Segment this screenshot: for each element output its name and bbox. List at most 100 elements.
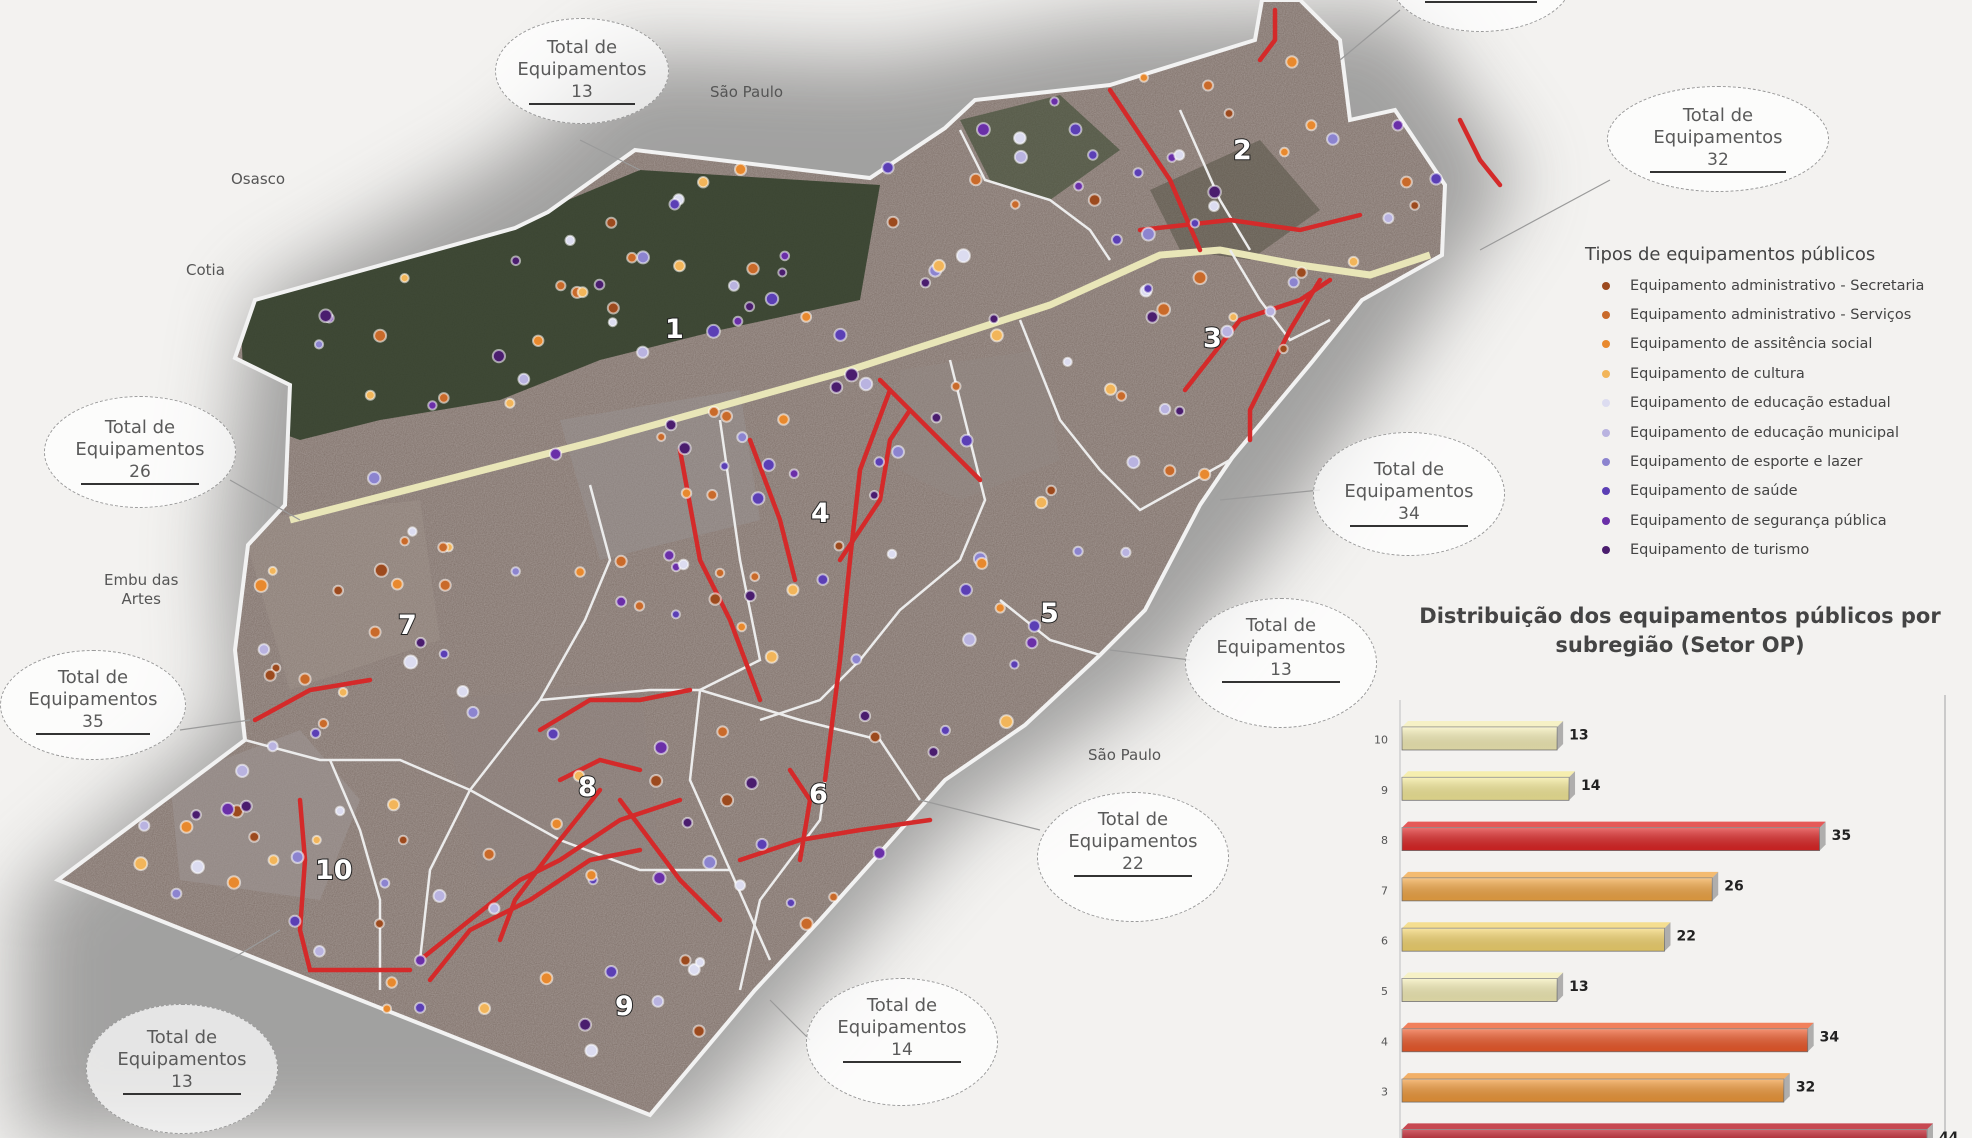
equipment-point (1347, 255, 1360, 268)
place-label-osasco: Osasco (231, 170, 286, 188)
equipment-point (1072, 545, 1084, 557)
equipment-point (414, 636, 427, 649)
equipment-point (517, 372, 531, 386)
equipment-point (491, 349, 506, 364)
equipment-point (1126, 455, 1141, 470)
equipment-point (381, 1003, 393, 1014)
equipment-point (1202, 79, 1214, 92)
equipment-point (829, 380, 844, 395)
equipment-point (1049, 96, 1060, 107)
equipment-point (702, 855, 718, 870)
equipment-point (290, 850, 305, 864)
equipment-point (873, 456, 885, 468)
total-bubble-2: Total de Equipamentos 32 (1607, 86, 1829, 192)
equipment-point (564, 234, 576, 246)
equipment-point (816, 573, 830, 586)
equipment-point (764, 650, 779, 664)
equipment-point (550, 817, 563, 831)
equipment-point (313, 339, 325, 350)
equipment-point (1391, 119, 1405, 132)
equipment-point (746, 261, 760, 276)
category-tick-label: 5 (1381, 985, 1388, 998)
bar-value-label: 32 (1796, 1080, 1815, 1096)
legend: Tipos de equipamentos públicos Equipamen… (1585, 244, 1924, 565)
legend-item: Equipamento de segurança pública (1585, 506, 1924, 535)
equipment-point (313, 945, 326, 958)
equipment-point (367, 470, 382, 486)
place-label-sao-paulo-2: São Paulo (1088, 746, 1162, 764)
equipment-point (585, 869, 598, 882)
equipment-point (373, 328, 388, 343)
equipment-point (1429, 172, 1443, 186)
equipment-point (257, 643, 271, 656)
equipment-point (407, 526, 418, 537)
bar-top (1402, 922, 1671, 929)
equipment-point (578, 1017, 592, 1032)
equipment-point (437, 541, 449, 554)
category-tick-label: 9 (1381, 784, 1388, 797)
total-bubble-8: Total de Equipamentos 14 (806, 978, 998, 1106)
bubble-rule (123, 1093, 241, 1095)
bar-value-label: 26 (1724, 878, 1743, 894)
equipment-point (891, 445, 905, 459)
legend-item: Equipamento de educação municipal (1585, 418, 1924, 447)
equipment-point (736, 431, 749, 444)
equipment-point (962, 632, 977, 647)
bar-top (1402, 1123, 1933, 1130)
legend-item-label: Equipamento de turismo (1630, 542, 1810, 559)
legend-item-label: Equipamento de assitência social (1630, 336, 1873, 353)
bar-shade (1402, 1129, 1927, 1138)
equipment-point (652, 870, 667, 886)
equipment-point (680, 487, 693, 499)
equipment-point (607, 317, 618, 328)
equipment-point (677, 558, 690, 571)
equipment-point (1279, 146, 1290, 158)
equipment-point (593, 278, 606, 291)
category-tick-label: 4 (1381, 1035, 1388, 1048)
equipment-point (432, 888, 447, 903)
bubble-label-line1: Total de (1097, 809, 1169, 830)
bar-top (1402, 871, 1719, 878)
subregion-label: 8 (578, 772, 597, 803)
equipment-point (226, 875, 242, 890)
category-tick-label: 2 (1381, 1136, 1388, 1138)
subregion-label: 3 (1203, 323, 1222, 354)
equipment-point (651, 995, 665, 1008)
equipment-point (334, 805, 346, 817)
equipment-point (379, 877, 391, 889)
legend-dot-icon (1602, 428, 1610, 437)
equipment-point (235, 763, 250, 779)
equipment-point (727, 279, 740, 292)
equipment-point (939, 724, 951, 736)
subregion-label: 1 (665, 314, 684, 345)
bar-shade (1402, 1079, 1784, 1103)
bubble-label-line1: Total de (104, 417, 176, 438)
equipment-point (927, 746, 940, 758)
bubble-label-line1: Total de (57, 667, 129, 688)
chart-title: Distribuição dos equipamentos públicos p… (1395, 602, 1965, 660)
equipment-point (438, 578, 452, 592)
equipment-point (736, 621, 748, 633)
bar-top (1402, 1022, 1814, 1029)
equipment-point (886, 548, 898, 560)
bar-value-label: 22 (1677, 929, 1696, 945)
legend-dot-icon (1602, 340, 1610, 349)
equipment-point (298, 672, 312, 686)
bubble-label-line2: Equipamentos (117, 1049, 247, 1070)
equipment-point (332, 584, 345, 597)
bubble-rule (528, 103, 636, 105)
equipment-point (706, 489, 719, 501)
legend-item-label: Equipamento administrativo - Serviços (1630, 307, 1912, 324)
bar-value-label: 35 (1832, 828, 1851, 844)
equipment-point (858, 376, 874, 392)
legend-item-label: Equipamento de segurança pública (1630, 512, 1887, 529)
equipment-point (1382, 212, 1395, 225)
equipment-point (1138, 72, 1150, 83)
equipment-point (828, 891, 839, 903)
equipment-point (170, 887, 183, 900)
legend-item: Equipamento de educação estadual (1585, 389, 1924, 418)
equipment-point (190, 809, 202, 821)
equipment-point (1326, 132, 1340, 146)
equipment-point (318, 308, 334, 324)
equipment-point (959, 583, 973, 597)
